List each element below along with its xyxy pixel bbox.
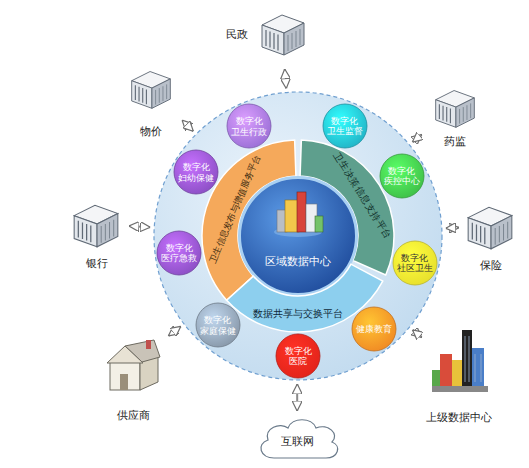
entity-node: 保险: [462, 200, 520, 280]
node-label: 数据共享与交换平台: [253, 309, 343, 320]
building-block: [277, 210, 287, 232]
service-circle: 数字化 社区卫生: [392, 240, 438, 286]
entity-node: 药监: [424, 84, 486, 154]
node-label: 数字化 卫生行政: [227, 116, 271, 137]
internet-cloud: 互联网: [252, 414, 342, 462]
node-label: 数字化 医疗急救: [157, 242, 201, 263]
building-icon: [74, 205, 118, 247]
data-center-disc-shape: [240, 178, 357, 295]
tower: [440, 354, 452, 388]
skyline-icon: [432, 330, 488, 392]
node-label: 数字化 妇幼保健: [174, 162, 218, 183]
platform-band: 数据共享与交换平台: [202, 140, 394, 332]
entity-node: 上级数据中心: [424, 330, 494, 430]
service-circle-shape: [227, 104, 271, 148]
node-label: 民政: [218, 29, 256, 42]
building-block: [306, 204, 317, 232]
node-label: 药监: [424, 136, 486, 149]
service-circle: 数字化 卫生监督: [322, 103, 368, 149]
double-arrow: [446, 227, 459, 230]
node-label: 物价: [122, 126, 180, 139]
service-circle: 数字化 医疗急救: [156, 230, 202, 276]
node-label: 银行: [68, 258, 126, 271]
building-block: [315, 216, 323, 232]
building-shadow: [274, 227, 322, 237]
double-arrow: [182, 120, 193, 131]
service-circle-shape: [174, 150, 218, 194]
service-circle-shape: [380, 154, 424, 198]
building-icon: [262, 15, 304, 55]
service-circle: 数字化 家庭保健: [195, 302, 241, 348]
node-label: 数字化 社区卫生: [393, 253, 437, 274]
house-chimney: [146, 340, 151, 349]
skyline-base: [432, 386, 488, 392]
node-label: 保险: [462, 260, 520, 273]
building-block: [285, 200, 299, 232]
tower: [452, 360, 462, 388]
entity-node: 民政: [218, 4, 308, 66]
double-arrow: [168, 326, 180, 336]
node-label: 数字化 卫生监督: [323, 115, 367, 136]
service-circle-shape: [352, 307, 396, 351]
building-block: [297, 192, 306, 232]
double-arrow: [412, 135, 421, 143]
platform-circle-shape: [154, 92, 442, 380]
tower: [432, 370, 442, 388]
node-outline: [202, 140, 394, 332]
house-roof: [125, 340, 160, 362]
double-arrow: [129, 226, 150, 227]
node-label: 区域数据中心: [238, 256, 358, 269]
service-circle: 数字化 卫生行政: [226, 103, 272, 149]
tower-windows: [465, 336, 481, 382]
platform-circle: 数字化 卫生行政数字化 卫生监督数字化 妇幼保健数字化 疾控中心卫生信息发布与增…: [153, 91, 443, 381]
building-icon: [132, 72, 171, 109]
double-arrow: [285, 69, 287, 88]
node-label: 数字化 家庭保健: [196, 315, 240, 336]
service-circle: 数字化 疾控中心: [379, 153, 425, 199]
service-circle-shape: [157, 231, 201, 275]
node-label: 供应商: [100, 410, 166, 423]
service-circle-shape: [323, 104, 367, 148]
house-icon: [107, 340, 160, 390]
tower: [472, 348, 484, 388]
node-label: 健康教育: [352, 324, 396, 334]
entity-node: 供应商: [100, 336, 166, 428]
service-circle: 数字化 妇幼保健: [173, 149, 219, 195]
entity-node: 物价: [122, 64, 180, 142]
service-circle: 数字化 医院: [275, 333, 321, 379]
service-circle-shape: [196, 303, 240, 347]
data-center-building: [274, 192, 323, 237]
entity-node: 银行: [68, 198, 126, 278]
service-circle-shape: [276, 334, 320, 378]
building-icon: [436, 91, 475, 128]
double-arrow: [296, 384, 298, 411]
node-label: 上级数据中心: [424, 412, 494, 425]
house-door: [120, 374, 128, 390]
house-wall: [110, 362, 140, 390]
service-circle-shape: [393, 241, 437, 285]
node-label: 互联网: [252, 436, 342, 449]
building-icon: [468, 207, 512, 249]
node-label: 数字化 医院: [276, 346, 320, 367]
node-label: 数字化 疾控中心: [380, 166, 424, 187]
house-gable: [107, 346, 143, 363]
house-side: [140, 356, 158, 390]
double-arrow: [412, 330, 421, 338]
service-circle: 健康教育: [351, 306, 397, 352]
tower: [462, 330, 472, 388]
